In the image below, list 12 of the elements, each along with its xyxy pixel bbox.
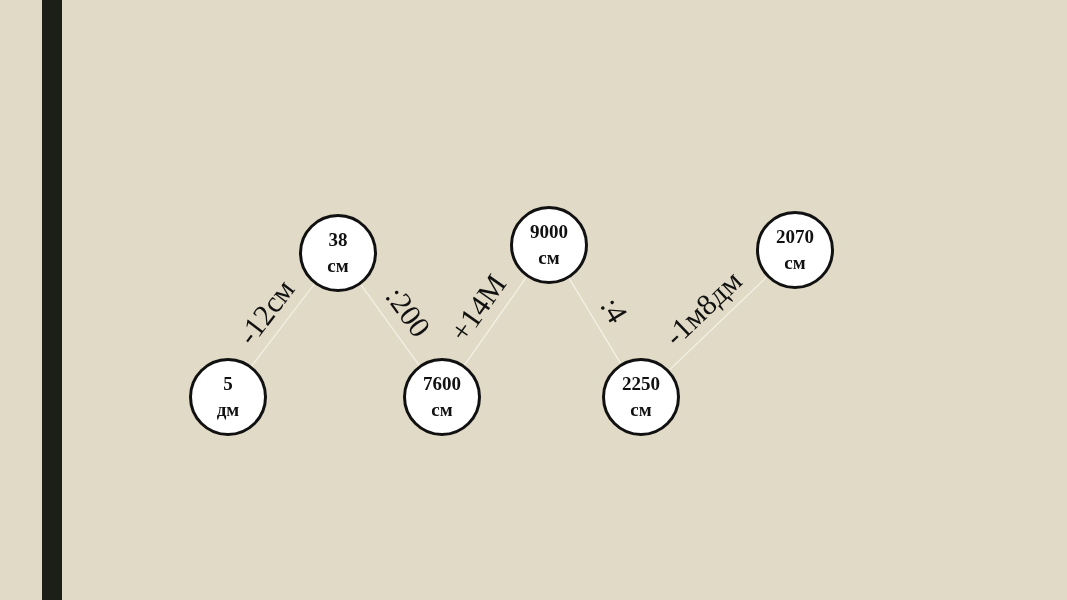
connector-line — [360, 284, 420, 366]
connector-line — [251, 283, 315, 367]
value-text: 7600 см — [423, 372, 461, 422]
value-text: 5 дм — [216, 372, 240, 422]
value-text: 9000 см — [530, 220, 568, 270]
connector-line — [668, 276, 768, 371]
connector-line — [568, 277, 622, 365]
value-text: 38 см — [327, 228, 349, 278]
connector-line — [463, 276, 528, 366]
value-text: 2070 см — [776, 225, 814, 275]
side-bar — [42, 0, 62, 600]
value-text: 2250 см — [622, 372, 660, 422]
